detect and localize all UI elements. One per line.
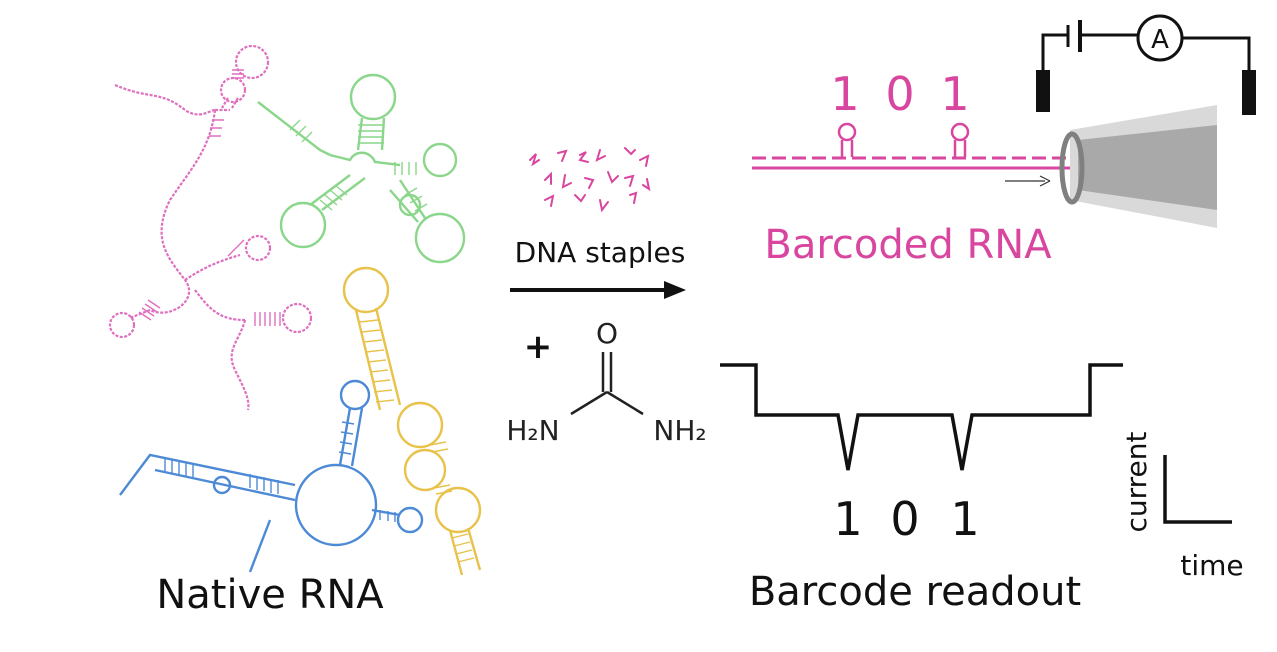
barcode-bits-readout: 1 0 1 xyxy=(833,492,979,546)
y-axis-label-current: current xyxy=(1120,431,1153,532)
barcode-bit-top-2: 0 xyxy=(885,67,914,121)
yellow-rna-structure xyxy=(342,266,482,576)
barcode-bit-top-1: 1 xyxy=(830,67,859,121)
translocation-arrow xyxy=(1005,175,1051,187)
scale-bar xyxy=(1163,455,1232,524)
hairpin-marker-1 xyxy=(837,122,857,157)
measurement-circuit xyxy=(1036,14,1256,115)
barcoded-rna-label: Barcoded RNA xyxy=(764,222,1052,268)
dna-staples-label: DNA staples xyxy=(515,236,686,269)
reaction-step: DNA staples + O H₂N NH₂ xyxy=(506,147,707,447)
blue-rna-structure xyxy=(119,379,424,573)
green-rna-basepairs xyxy=(289,119,428,212)
barcoded-rna-section: 1 0 1 xyxy=(752,14,1256,268)
nanopore xyxy=(1059,105,1217,228)
yellow-rna-basepairs xyxy=(359,319,475,563)
barcode-bit-top-3: 1 xyxy=(940,67,969,121)
pink-rna-basepairs xyxy=(138,69,281,326)
ammeter-label: A xyxy=(1151,25,1169,55)
current-trace xyxy=(720,363,1123,471)
urea-oxygen: O xyxy=(596,317,618,350)
native-rna-illustration: Native RNA xyxy=(108,44,482,618)
x-axis-label-time: time xyxy=(1180,549,1243,582)
barcode-bit-readout-1: 1 xyxy=(833,492,862,546)
barcoded-rna-strand xyxy=(752,122,1072,170)
reaction-arrow xyxy=(510,281,686,299)
pink-rna-structure xyxy=(108,44,313,411)
native-rna-label: Native RNA xyxy=(156,572,384,618)
blue-rna-basepairs xyxy=(164,421,396,522)
barcode-bit-readout-3: 1 xyxy=(950,492,979,546)
hairpin-marker-2 xyxy=(950,122,970,157)
barcode-bit-readout-2: 0 xyxy=(890,492,919,546)
barcode-readout-label: Barcode readout xyxy=(749,569,1081,615)
electrode-right xyxy=(1242,70,1256,115)
urea-left-amine: H₂N xyxy=(506,414,559,447)
urea-structure: O H₂N NH₂ xyxy=(506,317,706,447)
plus-sign: + xyxy=(524,327,553,367)
barcode-readout-section: 1 0 1 current time Barcode readout xyxy=(720,363,1244,615)
electrode-left xyxy=(1036,70,1050,112)
barcode-bits-top: 1 0 1 xyxy=(830,67,969,121)
urea-right-amine: NH₂ xyxy=(653,414,706,447)
dna-staples-icon xyxy=(529,147,651,213)
green-rna-structure xyxy=(257,73,466,264)
